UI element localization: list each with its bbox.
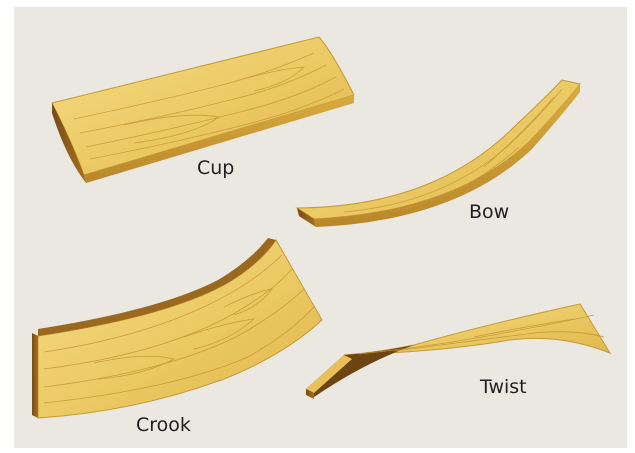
- bow-label: Bow: [469, 201, 509, 223]
- twist-board: [306, 304, 610, 399]
- illustration-panel: Cup Bow: [14, 7, 627, 448]
- cup-label: Cup: [197, 157, 234, 179]
- crook-board: [32, 238, 322, 418]
- twist-label: Twist: [479, 376, 527, 398]
- lumber-warp-diagram: Cup Bow: [14, 7, 627, 448]
- crook-label: Crook: [136, 414, 191, 436]
